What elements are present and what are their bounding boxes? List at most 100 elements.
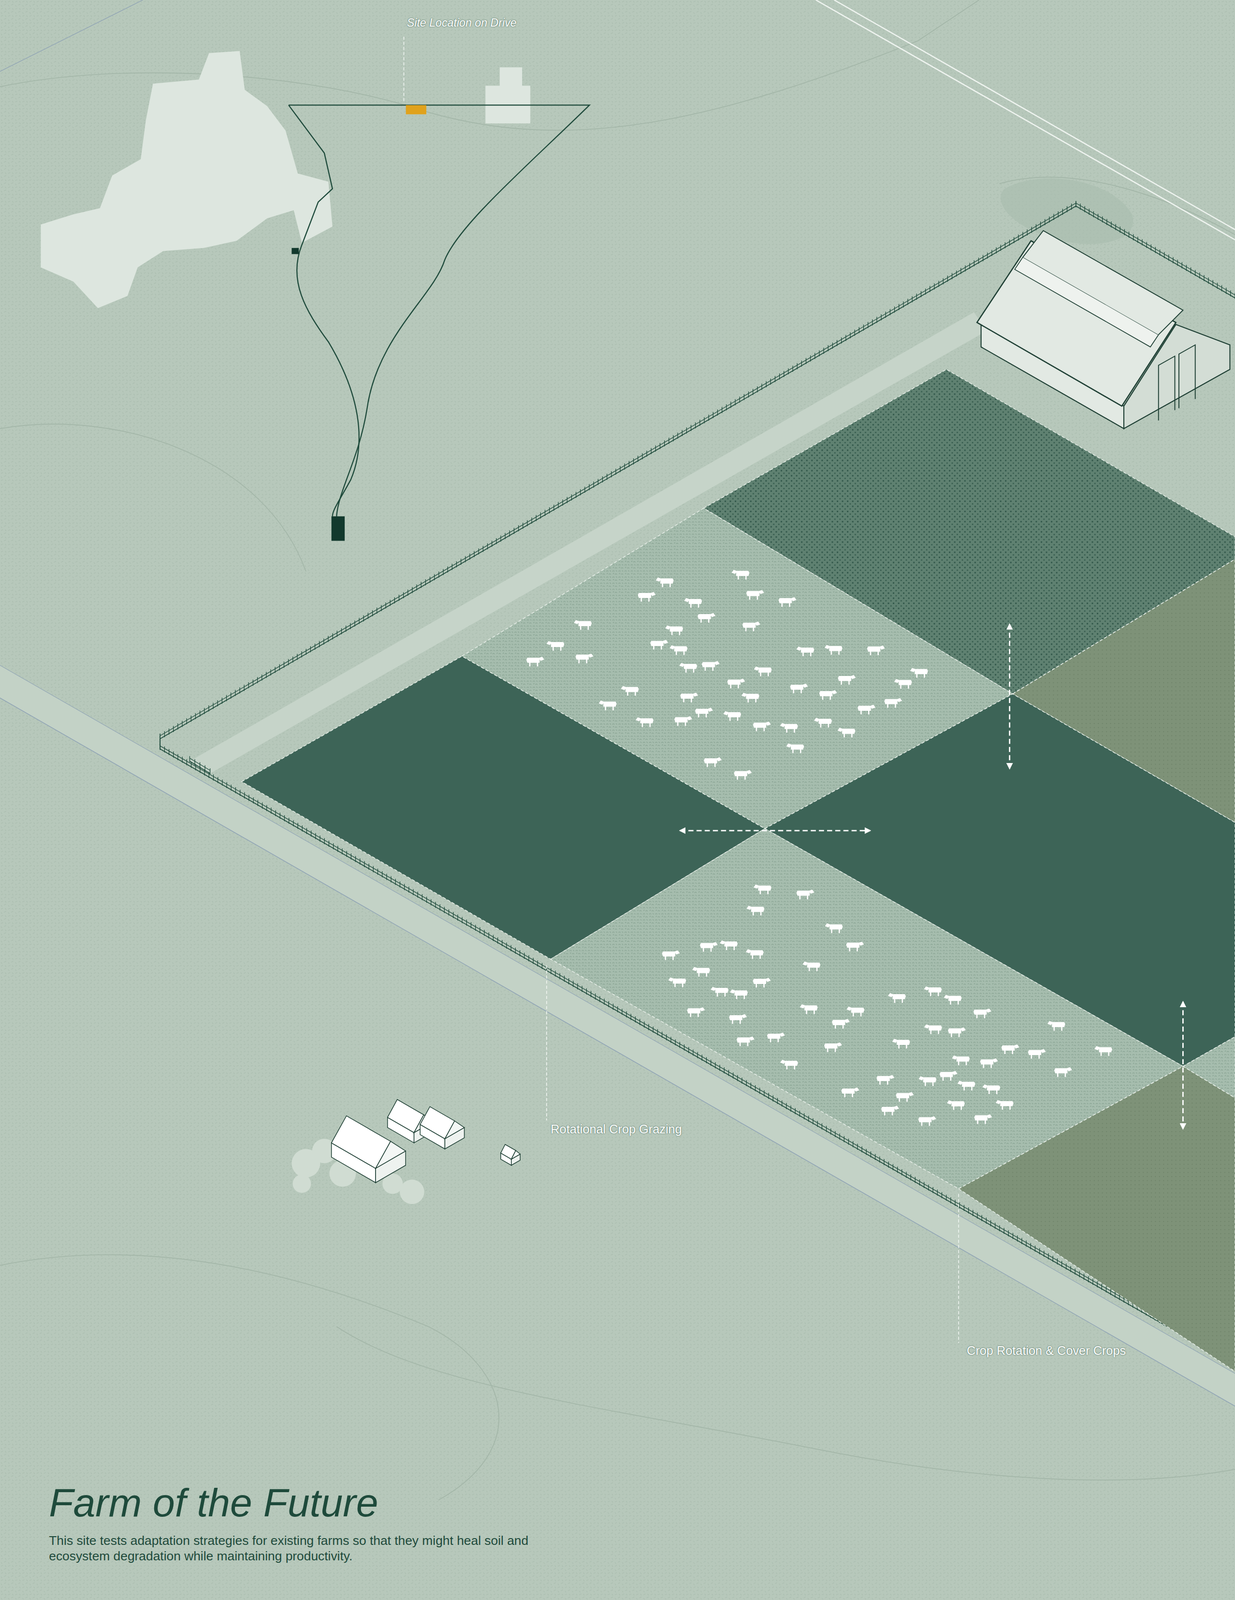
- fence-post: [1079, 203, 1081, 210]
- cow-icon: [621, 685, 640, 696]
- fence-post: [845, 334, 846, 341]
- fence-post: [683, 1044, 685, 1051]
- fence-post: [577, 983, 578, 990]
- cow-icon: [638, 591, 656, 602]
- fence-post: [834, 1130, 836, 1137]
- fence-post: [670, 1036, 671, 1043]
- fence-post: [473, 550, 475, 557]
- fence-post: [173, 751, 174, 758]
- fence-post: [686, 427, 687, 434]
- fence-post: [885, 311, 887, 319]
- fence-post: [288, 658, 289, 666]
- fence-post: [888, 1161, 889, 1168]
- fence-post: [557, 501, 559, 509]
- fence-post: [536, 514, 537, 522]
- cow-icon: [701, 660, 720, 671]
- fence-post: [907, 298, 908, 306]
- fence-post: [571, 494, 572, 501]
- fence-post: [968, 1206, 969, 1214]
- fence-post: [597, 478, 599, 485]
- fence-post: [510, 944, 512, 952]
- fence-post: [479, 927, 480, 934]
- fence-post: [973, 260, 975, 267]
- fence-post: [532, 957, 534, 964]
- fence-post: [797, 363, 798, 370]
- fence-post: [528, 955, 529, 962]
- cow-icon: [699, 941, 718, 952]
- fence-post: [1110, 1288, 1111, 1295]
- fence-post: [168, 728, 170, 735]
- fence-post: [438, 571, 439, 578]
- fence-post: [327, 635, 329, 642]
- fence-post: [1155, 247, 1156, 254]
- fence-post: [759, 1087, 760, 1094]
- fence-post: [801, 360, 802, 367]
- fence-post: [799, 1110, 800, 1117]
- fence-post: [1097, 213, 1099, 220]
- fence-post: [1181, 261, 1183, 269]
- barn-door: [1158, 344, 1196, 421]
- fence-post: [239, 789, 241, 796]
- fence-post: [194, 758, 195, 766]
- callout-label: Site Location on Drive: [406, 16, 517, 30]
- fence-post: [186, 717, 188, 725]
- fence-post: [1190, 267, 1192, 274]
- cow-icon: [894, 678, 913, 689]
- cow-icon: [680, 692, 698, 702]
- fence-post: [195, 712, 196, 720]
- fence-post: [1009, 239, 1010, 247]
- cow-icon: [1028, 1048, 1047, 1059]
- fence-post: [832, 342, 833, 349]
- fence-post: [461, 916, 463, 924]
- fence-post: [376, 607, 378, 614]
- fence-post: [1000, 244, 1002, 251]
- cow-icon: [575, 653, 594, 664]
- site-marker: [406, 104, 427, 115]
- cow-icon: [703, 756, 722, 767]
- cow-icon: [973, 1008, 992, 1018]
- fence-post: [261, 802, 263, 809]
- fence-post: [1089, 208, 1090, 216]
- fence-post: [719, 1064, 720, 1071]
- fence-post: [429, 576, 431, 583]
- fence-post: [159, 743, 161, 750]
- fence-post: [1008, 1229, 1009, 1236]
- fence-post: [858, 326, 860, 334]
- fence-post: [584, 486, 585, 493]
- fence-post: [417, 891, 419, 898]
- fence: [159, 733, 161, 750]
- cow-icon: [846, 1006, 865, 1017]
- fence-post: [226, 695, 227, 702]
- fence-post: [469, 553, 470, 560]
- fence-post: [513, 527, 515, 535]
- fence-post: [257, 676, 258, 683]
- fence-post: [439, 903, 441, 911]
- fence-post: [363, 860, 365, 868]
- fence-post: [266, 804, 267, 812]
- rotation-field: [958, 1065, 1235, 1371]
- cow-icon: [669, 644, 688, 655]
- fence-post: [761, 383, 762, 391]
- fence-post: [929, 285, 930, 292]
- fence-post: [341, 847, 343, 855]
- cow-icon: [736, 1036, 755, 1047]
- fence-post: [874, 1153, 876, 1160]
- barn: [976, 230, 1230, 429]
- fence-post: [515, 947, 516, 954]
- fence-post: [734, 399, 736, 406]
- fence-post: [495, 537, 497, 545]
- fence-post: [912, 296, 913, 303]
- cow-icon: [846, 941, 865, 951]
- fence-post: [265, 671, 267, 679]
- fence-post: [1043, 1250, 1045, 1257]
- fence-post: [1065, 1263, 1067, 1270]
- fence-post: [253, 797, 254, 804]
- fence-post: [1217, 282, 1218, 290]
- fence-post: [319, 640, 320, 648]
- fence-post: [1047, 1252, 1049, 1260]
- fence-post: [189, 755, 190, 763]
- house: [331, 1115, 406, 1183]
- fence-post: [173, 725, 174, 732]
- fence-post: [817, 1120, 818, 1127]
- cow-icon: [679, 662, 698, 673]
